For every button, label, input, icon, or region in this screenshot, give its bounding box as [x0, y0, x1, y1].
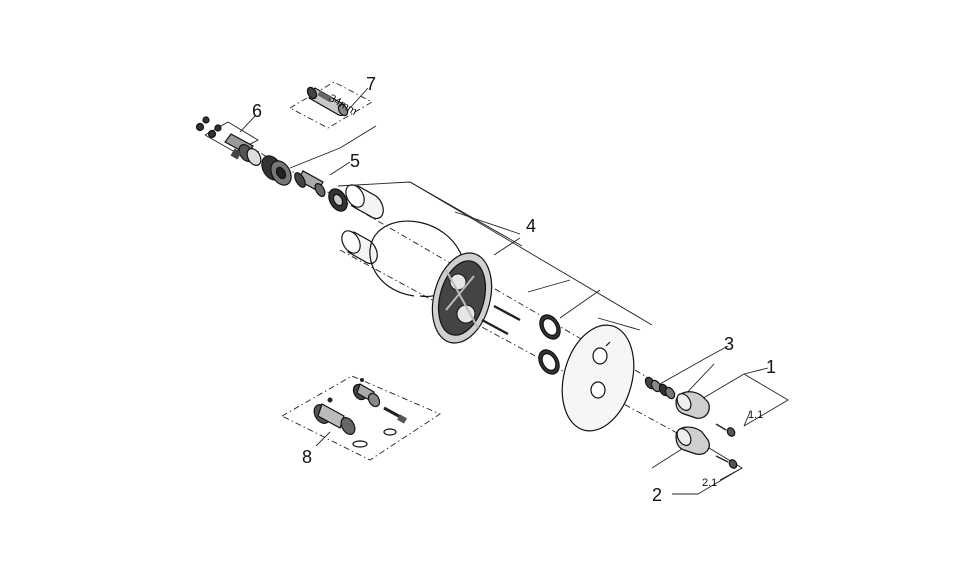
- label-5: 5: [350, 151, 360, 171]
- kit-cartridge-small: [352, 378, 381, 408]
- kit-small-parts: [352, 428, 397, 448]
- label-2: 2: [652, 485, 662, 505]
- part-3-group: 3: [644, 334, 734, 401]
- part-8-kit-group: 8: [281, 375, 441, 467]
- label-3: 3: [724, 334, 734, 354]
- label-8: 8: [302, 447, 312, 467]
- part-2-group: 2 2.1: [651, 426, 743, 505]
- mounting-screws: [481, 304, 521, 336]
- kit-cartridge-large: [313, 397, 356, 435]
- kit-pin: [383, 406, 407, 424]
- screw-lower: [715, 455, 738, 469]
- part-1-group: 1 1.1: [675, 357, 789, 437]
- label-2-1: 2.1: [702, 477, 717, 489]
- escutcheon-plate: [561, 324, 635, 432]
- spline-adapter-b: [658, 383, 676, 400]
- label-1-1: 1.1: [748, 409, 763, 421]
- ring-washer: [328, 188, 348, 212]
- handle-lower: [675, 426, 710, 455]
- sleeve-upper: [345, 184, 384, 220]
- o-ring-lower: [538, 349, 560, 375]
- sleeve-lower: [341, 230, 378, 265]
- valve-body: [195, 116, 262, 166]
- spline-adapter-a: [644, 376, 662, 393]
- threaded-insert: [294, 170, 326, 197]
- mounting-plate: [431, 252, 493, 344]
- part-7-cartridge-group: 34mm 7: [289, 74, 376, 129]
- part-4-group: 4: [337, 181, 653, 432]
- label-1: 1: [766, 357, 776, 377]
- screw-upper: [715, 423, 736, 437]
- handle-upper: [675, 391, 710, 419]
- label-7: 7: [366, 74, 376, 94]
- part-6-valve-group: 6: [195, 101, 262, 166]
- cartridge-34mm: [306, 86, 349, 117]
- label-6: 6: [252, 101, 262, 121]
- knurled-nut: [261, 155, 292, 186]
- label-4: 4: [526, 216, 536, 236]
- o-ring-upper: [539, 314, 561, 340]
- part-5-group: 5: [289, 125, 377, 212]
